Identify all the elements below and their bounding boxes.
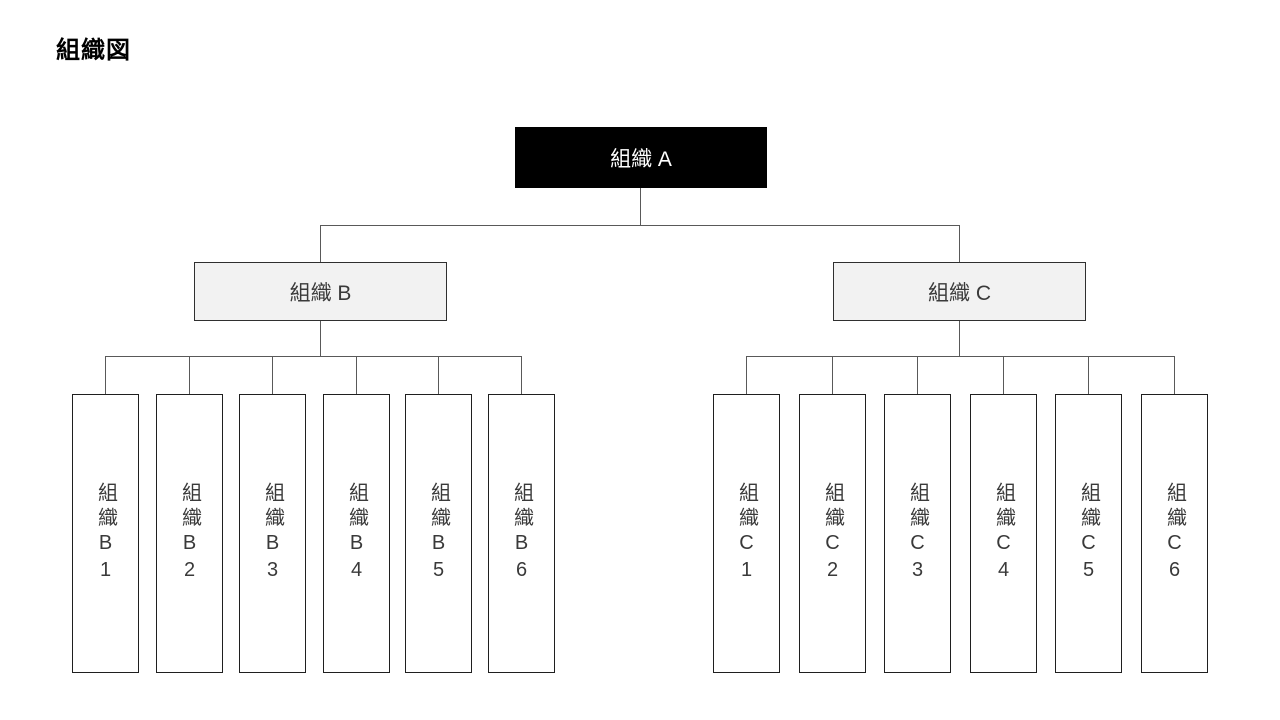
org-node-leaf-b6: 組織B6 xyxy=(488,394,555,673)
org-node-leaf-b1: 組織B1 xyxy=(72,394,139,673)
org-node-leaf-b3: 組織B3 xyxy=(239,394,306,673)
connector-branch-c-bottom-stem xyxy=(959,321,960,356)
connector-branch-c-bar xyxy=(746,356,1175,357)
org-node-leaf-b2: 組織B2 xyxy=(156,394,223,673)
org-node-leaf-b4: 組織B4 xyxy=(323,394,390,673)
connector-leaf-drop-b6 xyxy=(521,356,522,394)
org-node-leaf-c1-label: 組織C1 xyxy=(735,481,758,586)
org-node-root: 組織 A xyxy=(515,127,767,188)
org-node-leaf-b1-label: 組織B1 xyxy=(94,481,117,586)
org-node-leaf-c4-label: 組織C4 xyxy=(992,481,1015,586)
connector-root-branch-bar xyxy=(320,225,960,226)
connector-branch-b-bar xyxy=(105,356,522,357)
org-node-leaf-b3-label: 組織B3 xyxy=(261,481,284,586)
connector-branch-b-bottom-stem xyxy=(320,321,321,356)
connector-leaf-drop-c6 xyxy=(1174,356,1175,394)
org-node-leaf-c2: 組織C2 xyxy=(799,394,866,673)
connector-leaf-drop-c1 xyxy=(746,356,747,394)
org-node-leaf-c3: 組織C3 xyxy=(884,394,951,673)
org-node-leaf-c6-label: 組織C6 xyxy=(1163,481,1186,586)
org-node-leaf-c6: 組織C6 xyxy=(1141,394,1208,673)
org-node-leaf-b4-label: 組織B4 xyxy=(345,481,368,586)
org-node-leaf-b5-label: 組織B5 xyxy=(427,481,450,586)
connector-leaf-drop-c2 xyxy=(832,356,833,394)
connector-leaf-drop-b2 xyxy=(189,356,190,394)
slide-title: 組織図 xyxy=(56,37,131,64)
org-node-leaf-c3-label: 組織C3 xyxy=(906,481,929,586)
connector-root-stem xyxy=(640,188,641,225)
connector-leaf-drop-b3 xyxy=(272,356,273,394)
connector-leaf-drop-c4 xyxy=(1003,356,1004,394)
org-node-branch-c-label: 組織 C xyxy=(928,281,991,305)
org-node-leaf-b2-label: 組織B2 xyxy=(178,481,201,586)
connector-leaf-drop-b1 xyxy=(105,356,106,394)
org-node-branch-b: 組織 B xyxy=(194,262,447,321)
org-node-root-label: 組織 A xyxy=(610,147,672,171)
org-node-branch-b-label: 組織 B xyxy=(289,281,352,305)
org-node-leaf-c5-label: 組織C5 xyxy=(1077,481,1100,586)
org-node-leaf-c4: 組織C4 xyxy=(970,394,1037,673)
org-node-leaf-b6-label: 組織B6 xyxy=(510,481,533,586)
connector-leaf-drop-b4 xyxy=(356,356,357,394)
org-node-leaf-c5: 組織C5 xyxy=(1055,394,1122,673)
connector-branch-c-top-stem xyxy=(959,225,960,262)
connector-leaf-drop-c3 xyxy=(917,356,918,394)
org-node-leaf-c1: 組織C1 xyxy=(713,394,780,673)
org-node-branch-c: 組織 C xyxy=(833,262,1086,321)
org-node-leaf-c2-label: 組織C2 xyxy=(821,481,844,586)
connector-branch-b-top-stem xyxy=(320,225,321,262)
connector-leaf-drop-c5 xyxy=(1088,356,1089,394)
org-node-leaf-b5: 組織B5 xyxy=(405,394,472,673)
connector-leaf-drop-b5 xyxy=(438,356,439,394)
